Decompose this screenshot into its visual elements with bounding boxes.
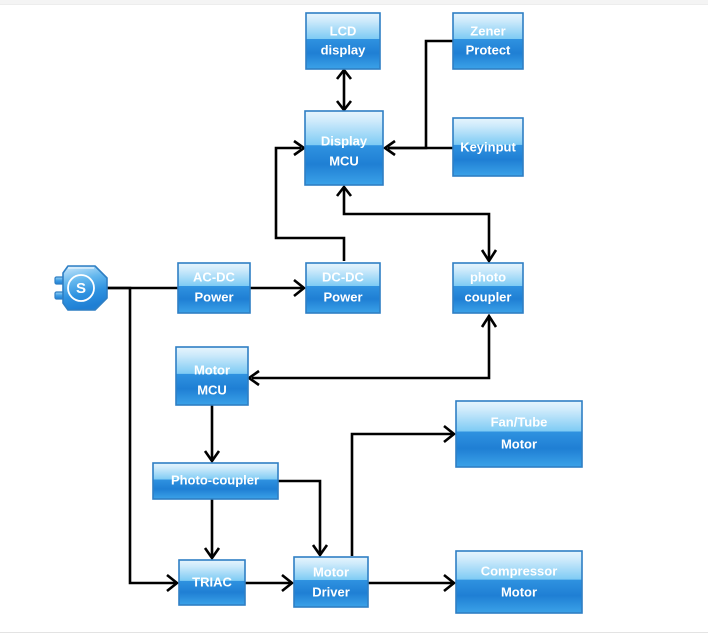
connector-display-mcu-photocoupler	[342, 188, 498, 264]
connector-dcdc-display-mcu	[274, 139, 346, 261]
connector-acdc-dcdc	[250, 278, 307, 298]
top-divider	[0, 0, 708, 5]
connector-motor-mcu-photocoupler2	[203, 405, 221, 464]
connector-photocoupler2-triac	[203, 499, 221, 561]
block-zener-protect[interactable]: Zener Protect	[452, 12, 524, 70]
block-label-keyinput: Keyinput	[460, 139, 516, 154]
power-plug-symbol: S	[76, 280, 86, 297]
block-label-motor-driver-line2: Driver	[312, 584, 350, 599]
block-triac[interactable]: TRIAC	[178, 559, 246, 606]
block-label-lcd-display-line1: LCD	[330, 23, 357, 38]
block-label-zener-protect-line1: Zener	[470, 23, 505, 38]
connector-zener-display-mcu	[382, 39, 453, 157]
block-label-motor-driver-line1: Motor	[313, 564, 349, 579]
block-label-compressor-motor-line2: Motor	[501, 584, 537, 599]
block-label-triac: TRIAC	[192, 574, 232, 589]
block-motor-mcu[interactable]: Motor MCU	[175, 346, 249, 406]
connector-mains-triac	[107, 286, 180, 593]
block-label-display-mcu-line2: MCU	[329, 153, 359, 168]
block-label-ac-dc-power-line2: Power	[194, 289, 233, 304]
block-display-mcu[interactable]: Display MCU	[304, 110, 384, 186]
block-label-lcd-display-line2: display	[321, 42, 367, 57]
block-label-zener-protect-line2: Protect	[466, 42, 511, 57]
block-motor-driver[interactable]: Motor Driver	[293, 556, 369, 608]
block-label-photo-coupler-motor: Photo-coupler	[171, 472, 259, 487]
connector-triac-motor-driver	[245, 573, 295, 593]
block-label-ac-dc-power-line1: AC-DC	[193, 269, 235, 284]
block-label-dc-dc-power-line1: DC-DC	[322, 269, 364, 284]
block-label-motor-mcu-line1: Motor	[194, 362, 230, 377]
power-plug-icon: S	[54, 265, 108, 311]
block-dc-dc-power[interactable]: DC-DC Power	[305, 262, 381, 314]
block-ac-dc-power[interactable]: AC-DC Power	[177, 262, 251, 314]
block-fan-tube-motor[interactable]: Fan/Tube Motor	[455, 400, 583, 468]
block-keyinput[interactable]: Keyinput	[452, 117, 524, 177]
block-lcd-display[interactable]: LCD display	[305, 12, 381, 70]
connector-photocoupler-display-mcu	[335, 184, 353, 197]
connector-photocoupler2-motor-driver	[278, 479, 329, 558]
block-label-dc-dc-power-line2: Power	[323, 289, 362, 304]
block-photo-coupler-motor[interactable]: Photo-coupler	[152, 462, 279, 500]
bottom-divider	[0, 632, 708, 633]
connector-motor-driver-compressor	[368, 573, 457, 593]
block-label-fan-tube-motor-line2: Motor	[501, 436, 537, 451]
block-photo-coupler[interactable]: photo coupler	[452, 262, 524, 314]
block-label-display-mcu-line1: Display	[321, 133, 368, 148]
block-label-fan-tube-motor-line1: Fan/Tube	[491, 414, 548, 429]
connector-display-mcu-lcd	[335, 67, 353, 113]
block-label-photo-coupler-line1: photo	[470, 269, 506, 284]
connector-photocoupler-motor-mcu	[246, 313, 498, 387]
block-label-motor-mcu-line2: MCU	[197, 382, 227, 397]
connector-motor-driver-fan	[350, 424, 457, 556]
block-label-compressor-motor-line1: Compressor	[481, 563, 558, 578]
block-compressor-motor[interactable]: Compressor Motor	[455, 550, 583, 614]
block-label-photo-coupler-line2: coupler	[465, 289, 512, 304]
